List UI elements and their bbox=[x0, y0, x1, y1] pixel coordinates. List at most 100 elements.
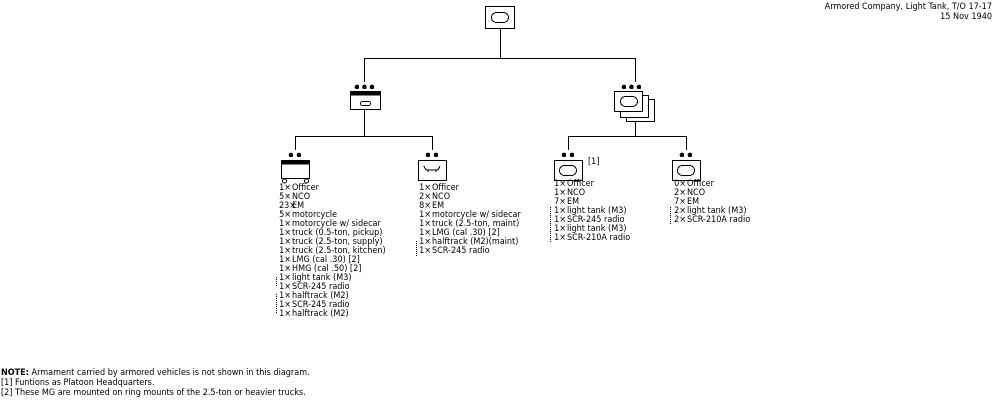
roster-count: 2× bbox=[674, 206, 686, 216]
roster-line: 1×halftrack (M2)(maint) bbox=[419, 238, 521, 247]
roster-count: 5× bbox=[279, 210, 291, 220]
roster-item: truck (2.5-ton, supply) bbox=[292, 237, 383, 247]
roster-count: 1× bbox=[419, 219, 431, 229]
roster-line: 5×motorcycle bbox=[279, 211, 386, 220]
roster-item: NCO bbox=[687, 188, 706, 198]
roster-count: 1× bbox=[419, 228, 431, 238]
roster-line: 0×Officer bbox=[674, 180, 750, 189]
roster-count: 1× bbox=[279, 300, 291, 310]
roster-count: 1× bbox=[279, 273, 291, 283]
roster-item: halftrack (M2) bbox=[292, 291, 349, 301]
roster-count: 1× bbox=[419, 183, 431, 193]
roster-line: 1×LMG (cal .30) [2] bbox=[279, 256, 386, 265]
roster-item: Officer bbox=[292, 183, 319, 193]
roster-count: 1× bbox=[419, 210, 431, 220]
roster-count: 2× bbox=[674, 215, 686, 225]
roster-count: 1× bbox=[554, 233, 566, 243]
roster-item: SCR-245 radio bbox=[292, 300, 350, 310]
roster-item: Officer bbox=[567, 179, 594, 189]
roster-item: NCO bbox=[432, 192, 451, 202]
roster-count: 1× bbox=[279, 255, 291, 265]
title-date: 15 Nov 1940 bbox=[940, 12, 992, 22]
roster-item: light tank (M3) bbox=[687, 206, 747, 216]
roster-item: motorcycle w/ sidecar bbox=[292, 219, 381, 229]
roster-line: 1×Officer bbox=[279, 184, 386, 193]
roster-count: 8× bbox=[419, 201, 431, 211]
roster-count: 0× bbox=[674, 179, 686, 189]
roster-count: 1× bbox=[279, 228, 291, 238]
roster-count: 1× bbox=[279, 309, 291, 319]
roster-item: LMG (cal .30) [2] bbox=[292, 255, 360, 265]
roster-line: 1×halftrack (M2) bbox=[279, 310, 386, 319]
roster-line: 7×EM bbox=[674, 198, 750, 207]
roster-count: 23× bbox=[279, 201, 297, 211]
roster-count: 1× bbox=[554, 179, 566, 189]
diagram-title: Armored Company, Light Tank, T/O 17-17 1… bbox=[825, 2, 992, 22]
roster-count: 7× bbox=[554, 197, 566, 207]
roster-item: halftrack (M2)(maint) bbox=[432, 237, 519, 247]
roster-count: 5× bbox=[279, 192, 291, 202]
roster-item: NCO bbox=[292, 192, 311, 202]
roster-count: 2× bbox=[419, 192, 431, 202]
roster-item: light tank (M3) bbox=[567, 206, 627, 216]
roster-item: LMG (cal .30) [2] bbox=[432, 228, 500, 238]
footnote-1: [1] Funtions as Platoon Headquarters. bbox=[1, 378, 155, 388]
roster-count: 1× bbox=[554, 215, 566, 225]
roster-item: SCR-245 radio bbox=[567, 215, 625, 225]
roster-count: 1× bbox=[554, 188, 566, 198]
roster-item: NCO bbox=[567, 188, 586, 198]
roster-line: 1×HMG (cal .50) [2] bbox=[279, 265, 386, 274]
roster-item: EM bbox=[292, 201, 305, 211]
roster-item: light tank (M3) bbox=[292, 273, 352, 283]
roster-line: 1×light tank (M3) bbox=[554, 225, 630, 234]
company-symbol bbox=[485, 6, 515, 29]
roster-count: 1× bbox=[279, 291, 291, 301]
note-armament: NOTE: Armament carried by armored vehicl… bbox=[1, 368, 310, 378]
platoon-hq-symbol bbox=[554, 152, 583, 181]
tank-section-symbol bbox=[672, 152, 701, 181]
roster-item: motorcycle bbox=[292, 210, 338, 220]
roster-item: SCR-210A radio bbox=[687, 215, 751, 225]
roster-line: 1×light tank (M3) bbox=[279, 274, 386, 283]
roster-count: 1× bbox=[279, 246, 291, 256]
roster-item: EM bbox=[687, 197, 700, 207]
roster-line: 2×NCO bbox=[674, 189, 750, 198]
roster-count: 1× bbox=[279, 282, 291, 292]
roster-item: Officer bbox=[432, 183, 459, 193]
roster-line: 1×halftrack (M2) bbox=[279, 292, 386, 301]
roster-count: 1× bbox=[419, 246, 431, 256]
roster-line: 2×SCR-210A radio bbox=[674, 216, 750, 225]
roster-line: 2×NCO bbox=[419, 193, 521, 202]
roster-count: 2× bbox=[674, 188, 686, 198]
roster-item: EM bbox=[567, 197, 580, 207]
roster-item: halftrack (M2) bbox=[292, 309, 349, 319]
roster-line: 1×motorcycle w/ sidecar bbox=[419, 211, 521, 220]
roster-line: 1×truck (2.5-ton, supply) bbox=[279, 238, 386, 247]
roster-item: truck (2.5-ton, kitchen) bbox=[292, 246, 386, 256]
roster-count: 1× bbox=[554, 206, 566, 216]
note-text: Armament carried by armored vehicles is … bbox=[28, 368, 310, 378]
roster-line: 1×truck (0.5-ton, pickup) bbox=[279, 229, 386, 238]
platoon-hq-footnote-ref: [1] bbox=[588, 157, 600, 167]
roster-line: 7×EM bbox=[554, 198, 630, 207]
hq-platoon-symbol bbox=[350, 84, 381, 110]
roster-line: 8×EM bbox=[419, 202, 521, 211]
roster-line: 1×SCR-210A radio bbox=[554, 234, 630, 243]
roster-item: SCR-245 radio bbox=[292, 282, 350, 292]
roster-item: SCR-210A radio bbox=[567, 233, 631, 243]
roster-line: 1×Officer bbox=[419, 184, 521, 193]
roster-item: truck (2.5-ton, maint) bbox=[432, 219, 520, 229]
roster-item: Officer bbox=[687, 179, 714, 189]
roster-item: SCR-245 radio bbox=[432, 246, 490, 256]
roster-count: 1× bbox=[419, 237, 431, 247]
roster-count: 1× bbox=[279, 219, 291, 229]
roster-line: 1×LMG (cal .30) [2] bbox=[419, 229, 521, 238]
roster-item: truck (0.5-ton, pickup) bbox=[292, 228, 383, 238]
roster-line: 1×truck (2.5-ton, maint) bbox=[419, 220, 521, 229]
roster-item: motorcycle w/ sidecar bbox=[432, 210, 521, 220]
